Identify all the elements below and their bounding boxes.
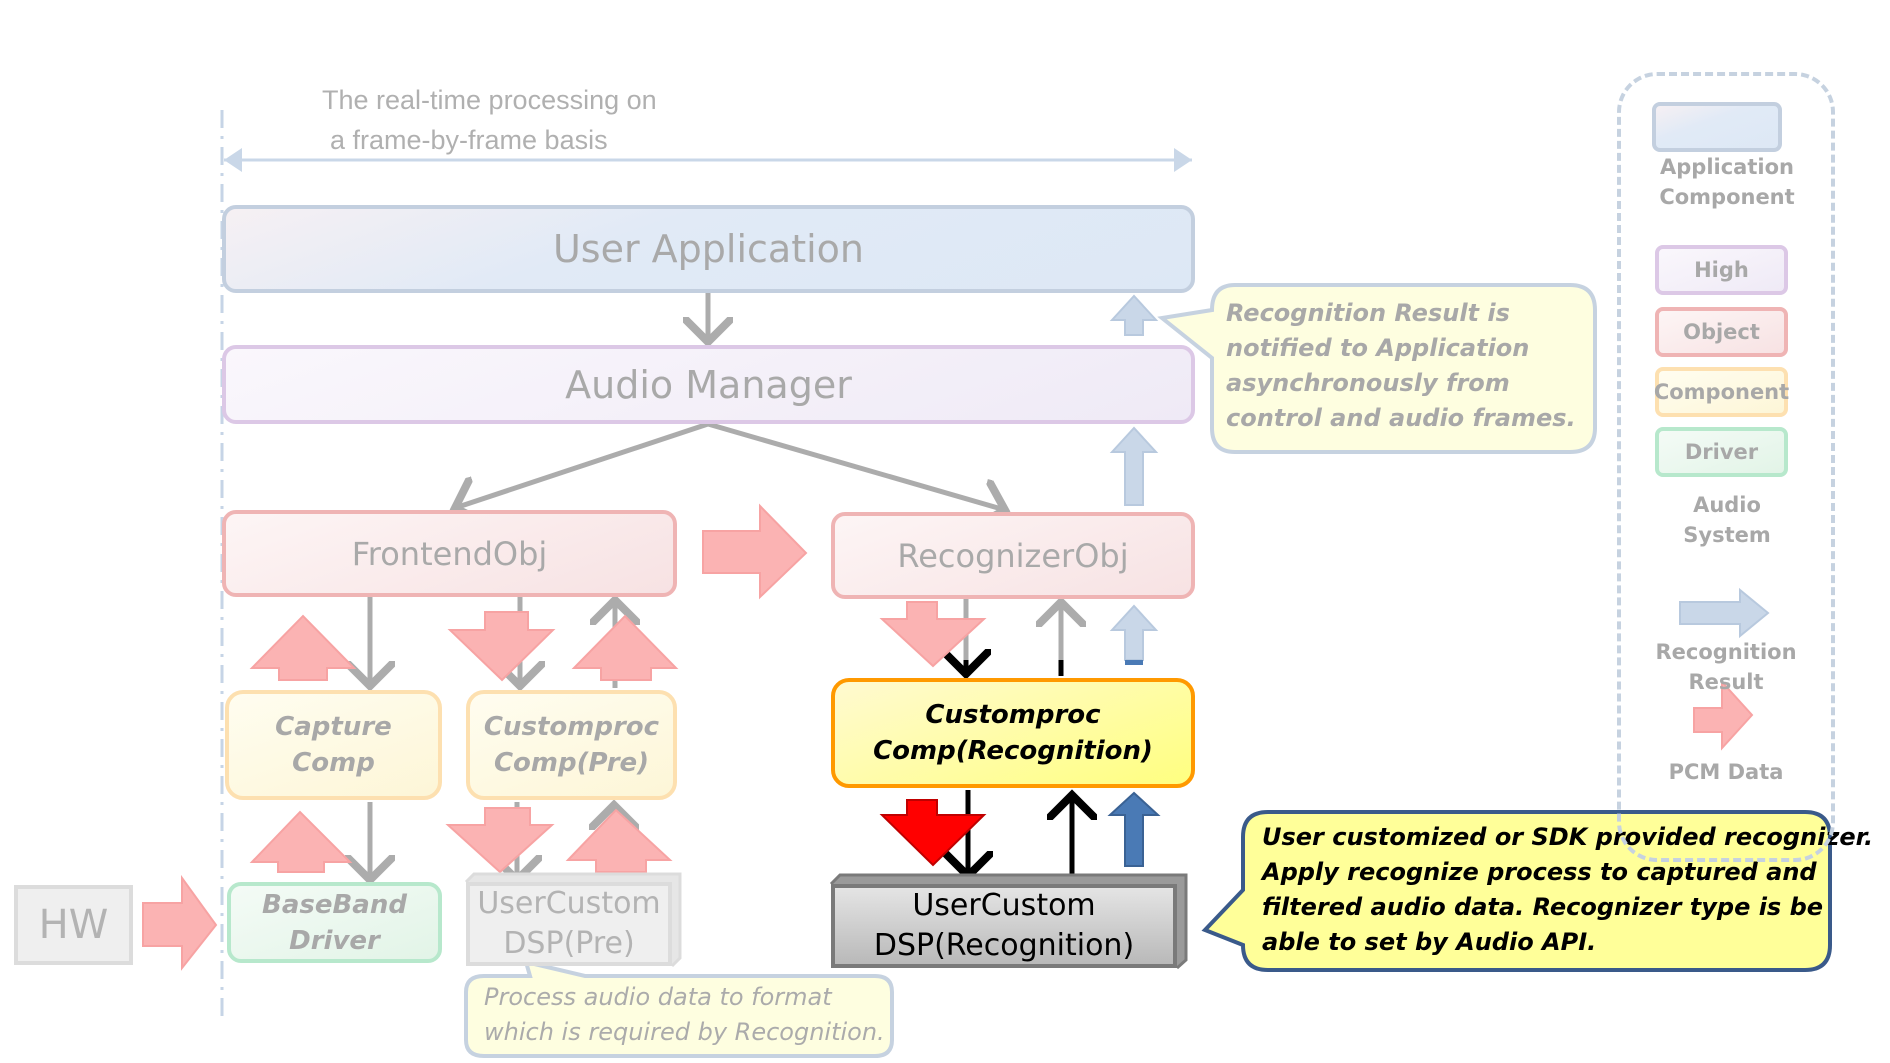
callout-process-audio-line: which is required by Recognition. [484, 1018, 885, 1046]
customproc-recognition-label-2: Comp(Recognition) [873, 736, 1153, 766]
usercustom-dsp-pre-label-1: UserCustom [477, 886, 661, 921]
callout-process-audio: Process audio data to format which is re… [484, 980, 885, 1050]
usercustom-dsp-pre-block[interactable]: UserCustom DSP(Pre) [466, 882, 672, 966]
pcm-arrow-down-crec-faded [879, 601, 987, 668]
usercustom-dsp-recognition-block[interactable]: UserCustom DSP(Recognition) [831, 884, 1177, 968]
legend-result-arrow [1679, 587, 1770, 639]
recognizer-obj-label: RecognizerObj [897, 536, 1129, 575]
hw-label: HW [38, 902, 109, 948]
capture-comp-block[interactable]: Capture Comp [225, 690, 442, 800]
legend-label-line: Audio [1693, 493, 1761, 517]
result-arrow-to-manager [1109, 426, 1159, 506]
user-application-block[interactable]: User Application [222, 205, 1195, 293]
pcm-arrow-frontend-to-recognizer [702, 503, 808, 600]
callout-recognition-result-shape [1157, 283, 1597, 454]
legend-label-application-component: Application Component [1627, 152, 1827, 212]
callout-recognizer-line: filtered audio data. Recognizer type is … [1262, 893, 1824, 921]
pcm-arrow-up-prec [571, 614, 679, 681]
pcm-arrow-up-driver [249, 810, 353, 873]
legend-high-label: High [1694, 258, 1749, 282]
pcm-arrow-down-dsp-pre [445, 807, 555, 874]
baseband-driver-label-1: BaseBand [262, 889, 407, 920]
legend-component-label: Component [1653, 380, 1790, 404]
callout-recognizer-line: Apply recognize process to captured and [1262, 858, 1817, 886]
customproc-recognition-block[interactable]: Customproc Comp(Recognition) [831, 678, 1195, 788]
recognizer-obj-block[interactable]: RecognizerObj [831, 512, 1195, 599]
callout-recognizer-line: User customized or SDK provided recogniz… [1262, 823, 1874, 851]
result-arrow-to-app [1109, 294, 1159, 336]
customproc-pre-block[interactable]: Customproc Comp(Pre) [466, 690, 677, 800]
customproc-pre-label-1: Customproc [483, 712, 660, 742]
pcm-arrow-up-capture [249, 614, 357, 681]
legend-swatch-driver: Driver [1655, 427, 1788, 477]
hw-block[interactable]: HW [14, 885, 133, 965]
result-arrow-to-recognizer [1109, 604, 1159, 661]
callout-recognition-result-line: notified to Application [1226, 334, 1530, 362]
pcm-arrow-down-dsp-active [879, 799, 987, 867]
pcm-arrow-hw-to-driver [142, 874, 218, 971]
callout-recognizer-line: able to set by Audio API. [1262, 928, 1597, 956]
usercustom-dsp-pre-label-2: DSP(Pre) [503, 926, 635, 961]
callout-recognition-result-line: control and audio frames. [1226, 404, 1576, 432]
callout-process-audio-line: Process audio data to format [484, 983, 832, 1011]
baseband-driver-label-2: Driver [289, 925, 380, 956]
legend-object-label: Object [1683, 320, 1760, 344]
user-application-label: User Application [552, 227, 864, 271]
customproc-pre-label-2: Comp(Pre) [493, 748, 650, 778]
frontend-obj-label: FrontendObj [351, 534, 548, 573]
result-arrow-base [1125, 660, 1143, 665]
callout-recognizer: User customized or SDK provided recogniz… [1262, 820, 1873, 960]
legend-panel [1617, 72, 1835, 862]
legend-swatch-high: High [1655, 245, 1788, 295]
pcm-arrows-faded [142, 503, 987, 971]
legend-pcm-arrow [1693, 679, 1754, 751]
pcm-arrow-up-dsp-pre [565, 808, 673, 873]
control-arrow-manager-to-frontend [455, 421, 709, 508]
usercustom-dsp-recognition-label-1: UserCustom [912, 888, 1096, 923]
title-line-2: a frame-by-frame basis [330, 125, 608, 155]
result-arrows-faded [1109, 294, 1159, 661]
legend-label-line: Component [1659, 185, 1795, 209]
legend-label-line: System [1683, 523, 1771, 547]
control-arrow-manager-to-recognizer [707, 421, 1005, 510]
baseband-driver-block[interactable]: BaseBand Driver [227, 882, 442, 963]
capture-comp-label-1: Capture [275, 712, 392, 742]
capture-comp-label-2: Comp [292, 748, 375, 778]
callout-recognition-result-line: Recognition Result is [1226, 299, 1510, 327]
legend-swatch-application [1652, 102, 1782, 152]
result-arrow-active [1107, 791, 1161, 867]
audio-manager-block[interactable]: Audio Manager [222, 345, 1195, 424]
legend-label-pcm-data: PCM Data [1668, 760, 1784, 784]
legend-driver-label: Driver [1684, 440, 1759, 464]
legend-label-line: Application [1660, 155, 1794, 179]
legend-swatch-object: Object [1655, 307, 1788, 357]
legend-label-audio-system: Audio System [1627, 490, 1827, 550]
audio-manager-label: Audio Manager [565, 362, 852, 407]
title-line-1: The real-time processing on [322, 85, 657, 115]
pcm-arrow-down-prec [447, 611, 556, 682]
usercustom-dsp-recognition-label-2: DSP(Recognition) [873, 928, 1135, 963]
legend-label-recognition-result: Recognition Result [1655, 640, 1797, 694]
customproc-recognition-label-1: Customproc [925, 700, 1101, 730]
callout-recognition-result-line: asynchronously from [1226, 369, 1510, 397]
callout-recognition-result: Recognition Result is notified to Applic… [1226, 296, 1576, 436]
legend-swatch-component: Component [1653, 367, 1790, 417]
callout-process-audio-shape [464, 959, 894, 1058]
frontend-obj-block[interactable]: FrontendObj [222, 510, 677, 597]
